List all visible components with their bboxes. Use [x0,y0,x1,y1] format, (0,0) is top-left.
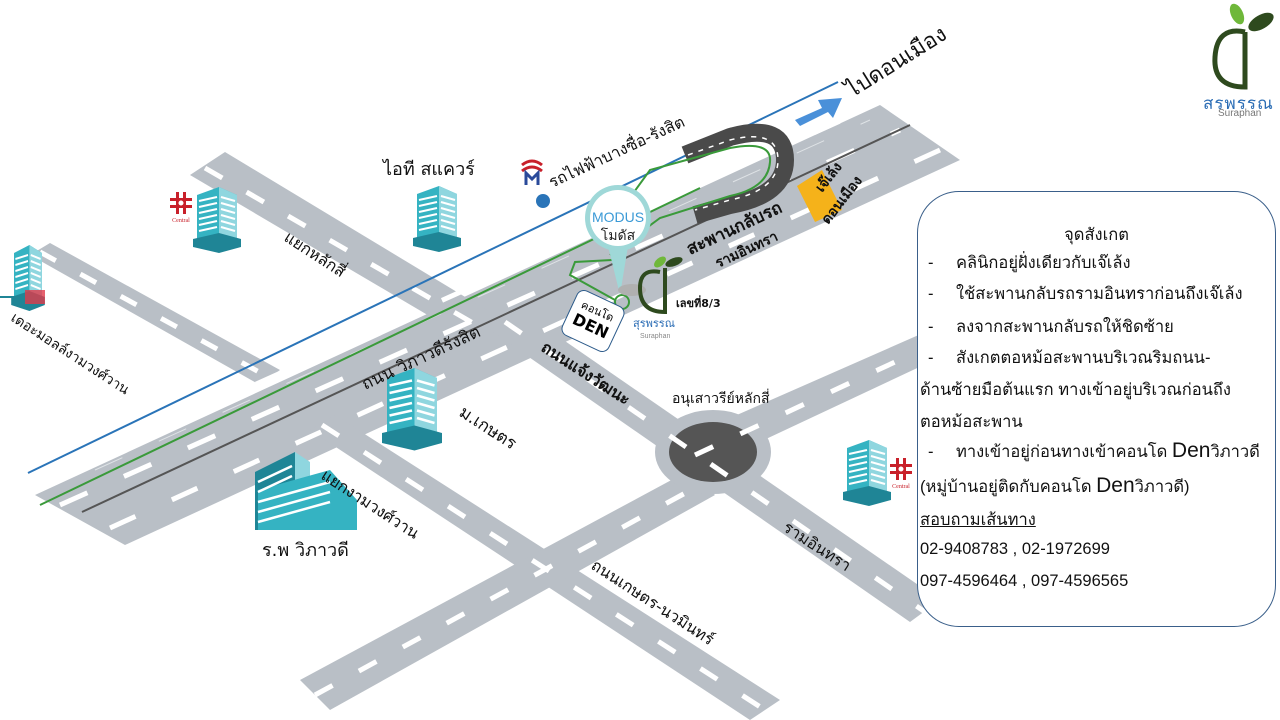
label-vibhavadi-hospital: ร.พ วิภาวดี [262,540,349,561]
landmarks-info-box: จุดสังเกต -คลินิกอยู่ฝั่งเดียวกับเจ๊เล้ง… [917,191,1276,627]
info-bullet-2: -ใช้สะพานกลับรถรามอินทราก่อนถึงเจ๊เล้ง [928,285,1243,303]
central-logo-icon [170,192,192,224]
info-parenthetical: (หมู่บ้านอยู่ติดกับคอนโด Denวิภาวดี) [920,474,1190,497]
info-bullet-1: -คลินิกอยู่ฝั่งเดียวกับเจ๊เล้ง [928,254,1131,272]
label-lak-si-monument: อนุเสาวรีย์หลักสี่ [672,389,770,407]
logo-name-th: สรพรรณ [1203,94,1274,114]
info-phones-2[interactable]: 097-4596464 , 097-4596565 [920,572,1129,590]
clinic-pin-logo-th: สุรพรรณ [633,317,675,330]
info-ask-directions: สอบถามเส้นทาง [920,511,1036,529]
to-don-mueang-arrow [795,98,842,126]
route-to-clinic [568,259,616,301]
info-bullet-3: -ลงจากสะพานกลับรถให้ชิดซ้าย [928,318,1174,336]
building-icon-central-ram-inthra [842,439,892,507]
clinic-pin-logo-en: Suraphan [640,333,670,340]
clinic-pin-logo-icon [637,256,683,315]
suraphan-logo-icon [1212,3,1274,90]
info-continuation-2: ตอหม้อสะพาน [920,413,1023,431]
label-it-square: ไอที สแควร์ [381,158,475,180]
label-skytrain: รถไฟฟ้าบางซื่อ-รังสิต [545,110,688,191]
skytrain-station-dot [536,194,550,208]
modus-th-label: โมดัส [601,227,636,244]
info-title: จุดสังเกต [1064,226,1129,244]
modus-pin [585,185,651,296]
logo-name-en: Suraphan [1218,108,1262,119]
je-leng-marker [797,170,842,222]
modus-en-label: MODUS [592,209,644,225]
label-the-mall: เดอะมอลล์งามวงศ์วาน [8,309,133,398]
building-icon-central-lak-si [192,186,242,254]
building-icon-it-square [412,185,462,253]
uturn-bridge [604,123,795,256]
the-mall-red-icon [25,290,45,304]
road-dashes [38,109,942,713]
roundabout-center [669,422,757,482]
building-icon-hospital [255,452,357,530]
central-logo-icon-2 [890,458,912,490]
srt-logo-icon [521,159,543,185]
label-to-don-mueang: ไปดอนเมือง [840,21,952,104]
house-number-label: เลขที่8/3 [676,295,721,310]
label-kasetsart: ม.เกษตร [455,402,520,454]
route-green-line [39,187,701,506]
info-bullet-5: -ทางเข้าอยู่ก่อนทางเข้าคอนโด Denวิภาวดี [928,439,1260,462]
info-phones-1[interactable]: 02-9408783 , 02-1972699 [920,540,1110,558]
info-continuation-1: ด้านซ้ายมือต้นแรก ทางเข้าอยู่บริเวณก่อนถ… [920,381,1231,399]
info-bullet-4: -สังเกตตอหม้อสะพานบริเวณริมถนน- [928,349,1211,367]
